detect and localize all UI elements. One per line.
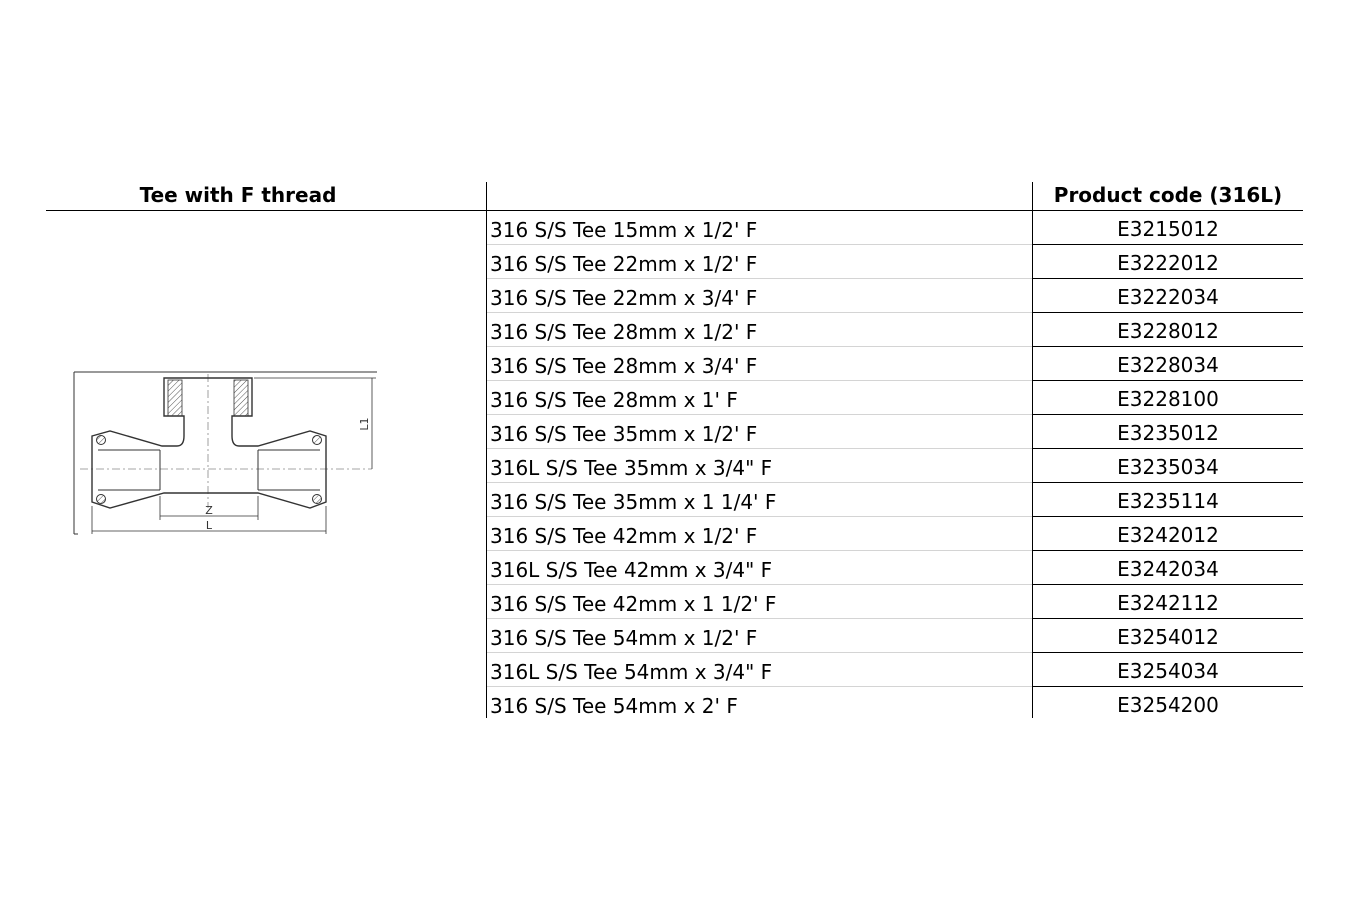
- row-divider: [1033, 312, 1303, 313]
- row-divider: [1033, 516, 1303, 517]
- product-description: 316L S/S Tee 35mm x 3/4" F: [490, 456, 773, 480]
- row-divider: [487, 550, 1032, 551]
- row-divider: [487, 686, 1032, 687]
- table-row: 316 S/S Tee 35mm x 1/2' F E3235012: [487, 415, 1303, 449]
- row-divider: [1033, 380, 1303, 381]
- product-code: E3254200: [1117, 693, 1219, 717]
- product-description: 316 S/S Tee 54mm x 1/2' F: [490, 626, 758, 650]
- table-row: 316 S/S Tee 28mm x 1' F E3228100: [487, 381, 1303, 415]
- dimension-z-label: Z: [205, 504, 213, 517]
- product-code: E3242112: [1117, 591, 1219, 615]
- product-description: 316 S/S Tee 22mm x 3/4' F: [490, 286, 758, 310]
- product-code: E3228012: [1117, 319, 1219, 343]
- table-row: 316 S/S Tee 22mm x 1/2' F E3222012: [487, 245, 1303, 279]
- row-divider: [487, 584, 1032, 585]
- row-divider: [487, 618, 1032, 619]
- column-divider-left: [486, 182, 487, 718]
- product-code: E3242034: [1117, 557, 1219, 581]
- product-description: 316 S/S Tee 42mm x 1/2' F: [490, 524, 758, 548]
- product-code-header: Product code (316L): [1053, 183, 1283, 207]
- product-code: E3254034: [1117, 659, 1219, 683]
- row-divider: [487, 448, 1032, 449]
- tee-fitting-drawing: Z L L1: [73, 371, 377, 535]
- product-code: E3242012: [1117, 523, 1219, 547]
- product-description: 316 S/S Tee 35mm x 1 1/4' F: [490, 490, 777, 514]
- table-row: 316L S/S Tee 54mm x 3/4" F E3254034: [487, 653, 1303, 687]
- row-divider: [487, 312, 1032, 313]
- product-description: 316 S/S Tee 42mm x 1 1/2' F: [490, 592, 777, 616]
- row-divider: [1033, 414, 1303, 415]
- table-row: 316 S/S Tee 15mm x 1/2' F E3215012: [487, 211, 1303, 245]
- section-title: Tee with F thread: [139, 183, 337, 207]
- dimension-l1-label: L1: [358, 417, 371, 430]
- product-code: E3228100: [1117, 387, 1219, 411]
- product-description: 316 S/S Tee 22mm x 1/2' F: [490, 252, 758, 276]
- row-divider: [487, 414, 1032, 415]
- table-row: 316 S/S Tee 42mm x 1/2' F E3242012: [487, 517, 1303, 551]
- row-divider: [1033, 652, 1303, 653]
- table-row: 316L S/S Tee 42mm x 3/4" F E3242034: [487, 551, 1303, 585]
- row-divider: [1033, 482, 1303, 483]
- product-description: 316 S/S Tee 35mm x 1/2' F: [490, 422, 758, 446]
- product-code: E3235114: [1117, 489, 1219, 513]
- row-divider: [1033, 244, 1303, 245]
- product-description: 316 S/S Tee 28mm x 1/2' F: [490, 320, 758, 344]
- product-description: 316L S/S Tee 54mm x 3/4" F: [490, 660, 773, 684]
- product-description: 316 S/S Tee 15mm x 1/2' F: [490, 218, 758, 242]
- dimension-l-label: L: [206, 519, 213, 532]
- header-divider: [46, 210, 1303, 211]
- table-row: 316 S/S Tee 22mm x 3/4' F E3222034: [487, 279, 1303, 313]
- product-description: 316L S/S Tee 42mm x 3/4" F: [490, 558, 773, 582]
- product-code: E3235012: [1117, 421, 1219, 445]
- row-divider: [487, 346, 1032, 347]
- product-description: 316 S/S Tee 28mm x 1' F: [490, 388, 738, 412]
- row-divider: [487, 244, 1032, 245]
- row-divider: [487, 482, 1032, 483]
- row-divider: [487, 652, 1032, 653]
- table-row: 316 S/S Tee 28mm x 3/4' F E3228034: [487, 347, 1303, 381]
- table-row: 316 S/S Tee 54mm x 1/2' F E3254012: [487, 619, 1303, 653]
- product-code: E3254012: [1117, 625, 1219, 649]
- table-row: 316L S/S Tee 35mm x 3/4" F E3235034: [487, 449, 1303, 483]
- row-divider: [1033, 618, 1303, 619]
- row-divider: [487, 380, 1032, 381]
- product-code: E3215012: [1117, 217, 1219, 241]
- product-code: E3235034: [1117, 455, 1219, 479]
- product-code: E3222012: [1117, 251, 1219, 275]
- row-divider: [487, 516, 1032, 517]
- row-divider: [1033, 448, 1303, 449]
- product-code: E3228034: [1117, 353, 1219, 377]
- table-row: 316 S/S Tee 54mm x 2' F E3254200: [487, 687, 1303, 721]
- table-row: 316 S/S Tee 35mm x 1 1/4' F E3235114: [487, 483, 1303, 517]
- row-divider: [487, 278, 1032, 279]
- table-row: 316 S/S Tee 42mm x 1 1/2' F E3242112: [487, 585, 1303, 619]
- column-divider-right: [1032, 182, 1033, 718]
- product-code: E3222034: [1117, 285, 1219, 309]
- table-row: 316 S/S Tee 28mm x 1/2' F E3228012: [487, 313, 1303, 347]
- product-description: 316 S/S Tee 28mm x 3/4' F: [490, 354, 758, 378]
- row-divider: [1033, 686, 1303, 687]
- row-divider: [1033, 584, 1303, 585]
- product-description: 316 S/S Tee 54mm x 2' F: [490, 694, 738, 718]
- row-divider: [1033, 550, 1303, 551]
- row-divider: [1033, 346, 1303, 347]
- row-divider: [1033, 278, 1303, 279]
